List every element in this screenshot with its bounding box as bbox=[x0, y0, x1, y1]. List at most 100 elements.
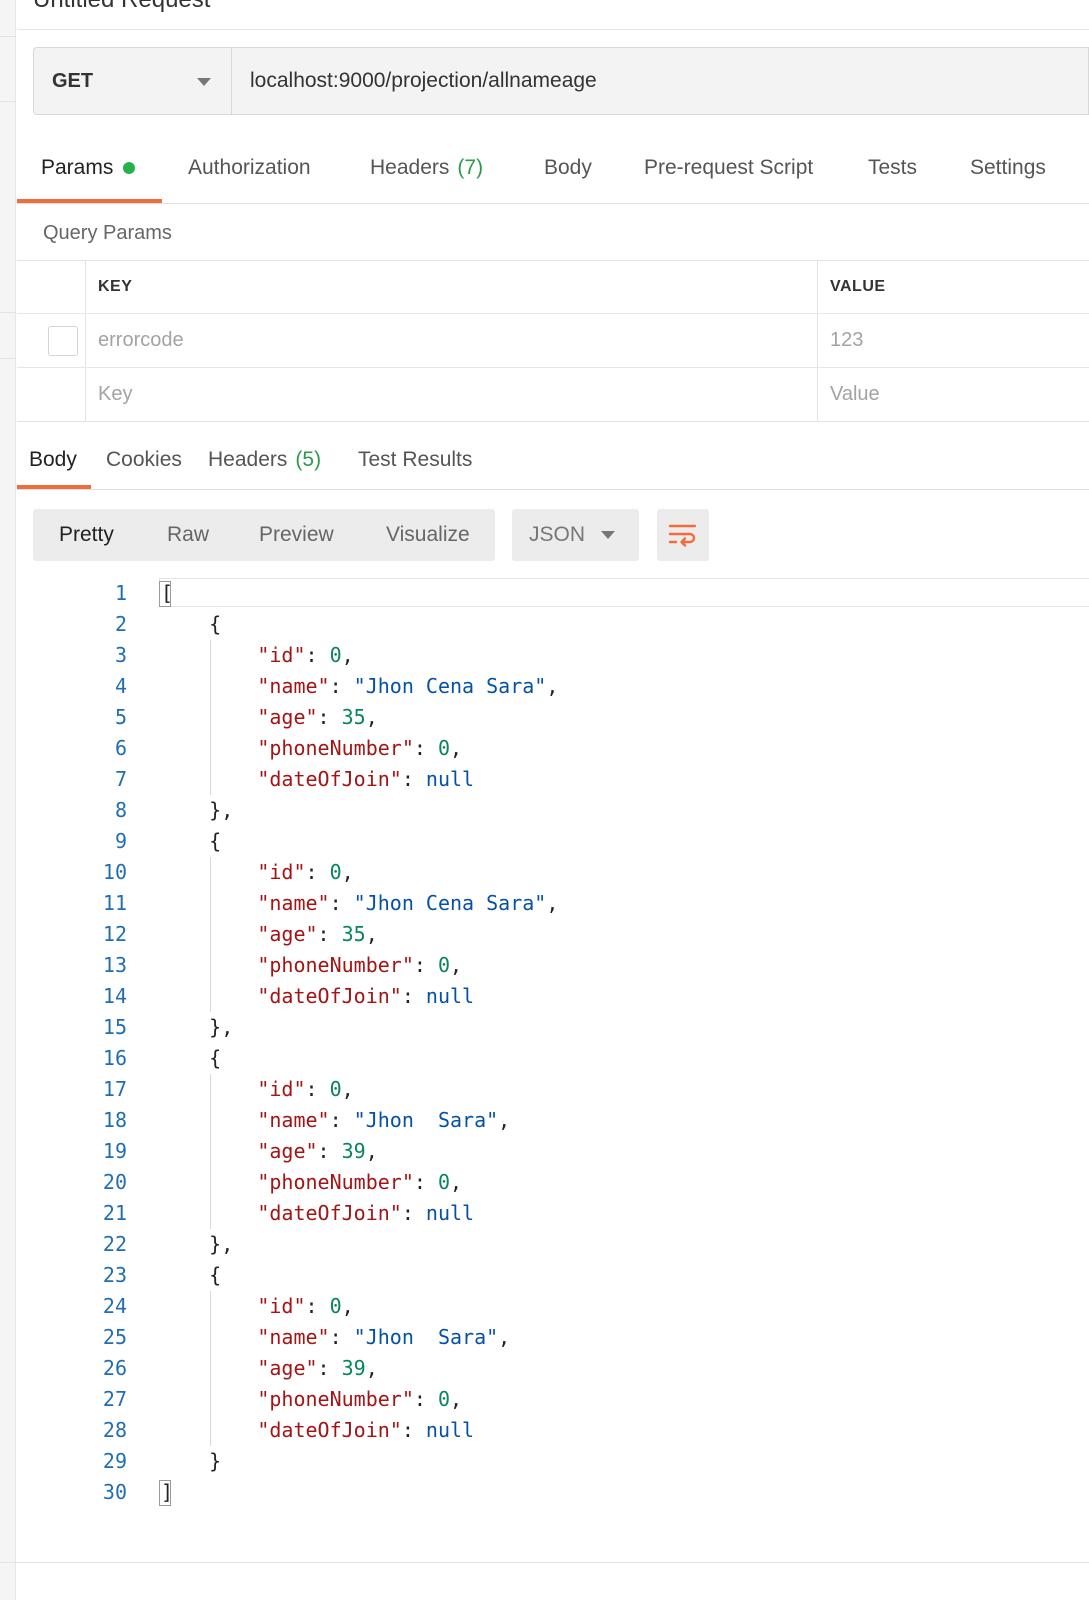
footer-divider bbox=[0, 1562, 1089, 1563]
json-value: null bbox=[425, 767, 475, 791]
indent-guide bbox=[210, 1291, 211, 1446]
json-key: "dateOfJoin" bbox=[257, 984, 402, 1008]
json-punctuation: { bbox=[161, 1046, 222, 1070]
line-number: 22 bbox=[102, 1232, 127, 1256]
tab-body[interactable]: Body bbox=[544, 132, 592, 204]
line-number: 7 bbox=[114, 767, 127, 791]
json-punctuation: }, bbox=[161, 798, 234, 822]
code-line: "dateOfJoin": null bbox=[161, 1415, 474, 1446]
bracket-match-highlight bbox=[159, 581, 171, 607]
line-number: 23 bbox=[102, 1263, 127, 1287]
value-header-label: VALUE bbox=[830, 278, 886, 295]
json-punctuation: , bbox=[450, 1170, 463, 1194]
active-params-dot-icon bbox=[123, 162, 136, 174]
json-punctuation: : bbox=[317, 922, 342, 946]
param-value-cell[interactable]: 123 bbox=[817, 314, 1089, 367]
key-column-header: KEY bbox=[85, 261, 817, 313]
tab-response-headers[interactable]: Headers (5) bbox=[208, 432, 321, 488]
tab-label: Body bbox=[29, 448, 77, 471]
new-value-input[interactable]: Value bbox=[817, 368, 1089, 421]
code-line: "dateOfJoin": null bbox=[161, 1198, 474, 1229]
line-number: 25 bbox=[102, 1325, 127, 1349]
rail-divider bbox=[0, 101, 16, 102]
request-title[interactable]: Untitled Request bbox=[33, 0, 210, 14]
param-key-cell[interactable]: errorcode bbox=[85, 314, 817, 367]
key-placeholder: Key bbox=[98, 383, 133, 405]
code-line: ] bbox=[161, 1477, 173, 1508]
line-number: 9 bbox=[114, 829, 127, 853]
line-number: 20 bbox=[102, 1170, 127, 1194]
json-punctuation: : bbox=[305, 643, 330, 667]
json-punctuation: : bbox=[413, 1170, 438, 1194]
json-punctuation: , bbox=[365, 705, 378, 729]
json-value: null bbox=[425, 1201, 475, 1225]
json-punctuation: } bbox=[161, 1449, 222, 1473]
json-key: "dateOfJoin" bbox=[257, 1201, 402, 1225]
response-body-editor[interactable]: 1[2 {3 "id": 0,4 "name": "Jhon Cena Sara… bbox=[17, 578, 1089, 1538]
line-number: 3 bbox=[114, 643, 127, 667]
indent-guide bbox=[210, 1074, 211, 1229]
view-preview-button[interactable]: Preview bbox=[259, 523, 334, 546]
response-tabs: Body Cookies Headers (5) Test Results bbox=[17, 432, 1089, 490]
json-punctuation: , bbox=[341, 1294, 354, 1318]
tab-label: Pre-request Script bbox=[644, 156, 814, 179]
tab-pre-request-script[interactable]: Pre-request Script bbox=[644, 132, 813, 204]
line-number: 19 bbox=[102, 1139, 127, 1163]
view-raw-button[interactable]: Raw bbox=[167, 523, 210, 546]
view-pretty-button[interactable]: Pretty bbox=[59, 523, 114, 546]
table-header-row: KEY VALUE bbox=[17, 261, 1089, 314]
tab-authorization[interactable]: Authorization bbox=[188, 132, 311, 204]
json-punctuation: , bbox=[341, 643, 354, 667]
json-value: null bbox=[425, 1418, 475, 1442]
code-line: { bbox=[161, 609, 221, 640]
param-key: errorcode bbox=[98, 329, 184, 351]
json-punctuation: : bbox=[413, 1387, 438, 1411]
json-key: "phoneNumber" bbox=[257, 1387, 414, 1411]
new-key-input[interactable]: Key bbox=[85, 368, 817, 421]
code-line: "name": "Jhon Cena Sara", bbox=[161, 671, 558, 702]
line-number: 6 bbox=[114, 736, 127, 760]
json-punctuation: : bbox=[401, 767, 426, 791]
json-key: "name" bbox=[257, 1325, 330, 1349]
json-value: "Jhon Sara" bbox=[353, 1325, 499, 1349]
tab-response-body[interactable]: Body bbox=[29, 432, 77, 488]
json-punctuation: }, bbox=[161, 1015, 234, 1039]
indent-guide bbox=[210, 640, 211, 795]
json-punctuation: { bbox=[161, 612, 222, 636]
json-key: "dateOfJoin" bbox=[257, 767, 402, 791]
current-line-highlight bbox=[159, 578, 1089, 607]
format-select[interactable]: JSON bbox=[512, 509, 639, 561]
request-editor: Untitled Request GET localhost:9000/proj… bbox=[17, 0, 1089, 1600]
param-enable-checkbox[interactable] bbox=[48, 326, 78, 356]
tab-cookies[interactable]: Cookies bbox=[106, 432, 182, 488]
json-punctuation: }, bbox=[161, 1232, 234, 1256]
tab-tests[interactable]: Tests bbox=[868, 132, 917, 204]
line-number: 1 bbox=[114, 581, 127, 605]
method-select[interactable]: GET bbox=[34, 48, 232, 114]
code-line: "age": 35, bbox=[161, 919, 378, 950]
table-row: Key Value bbox=[17, 368, 1089, 421]
tab-test-results[interactable]: Test Results bbox=[358, 432, 472, 488]
tab-label: Headers bbox=[208, 448, 288, 471]
code-line: "id": 0, bbox=[161, 640, 354, 671]
json-punctuation: , bbox=[365, 922, 378, 946]
tab-settings[interactable]: Settings bbox=[970, 132, 1046, 204]
json-value: 35 bbox=[341, 705, 366, 729]
table-row: errorcode 123 bbox=[17, 314, 1089, 368]
json-punctuation: : bbox=[401, 1418, 426, 1442]
view-visualize-button[interactable]: Visualize bbox=[386, 523, 470, 546]
wrap-lines-button[interactable] bbox=[657, 509, 709, 561]
line-number: 30 bbox=[102, 1480, 127, 1504]
code-line: }, bbox=[161, 795, 233, 826]
tab-label: Authorization bbox=[188, 156, 311, 179]
value-placeholder: Value bbox=[830, 383, 880, 405]
line-number: 21 bbox=[102, 1201, 127, 1225]
url-input[interactable]: localhost:9000/projection/allnameage bbox=[250, 69, 597, 92]
code-line: }, bbox=[161, 1229, 233, 1260]
json-key: "id" bbox=[257, 860, 306, 884]
line-number: 10 bbox=[102, 860, 127, 884]
tab-headers[interactable]: Headers (7) bbox=[370, 132, 483, 204]
json-punctuation: , bbox=[450, 1387, 463, 1411]
json-value: 0 bbox=[437, 1170, 451, 1194]
tab-params[interactable]: Params bbox=[41, 132, 136, 204]
